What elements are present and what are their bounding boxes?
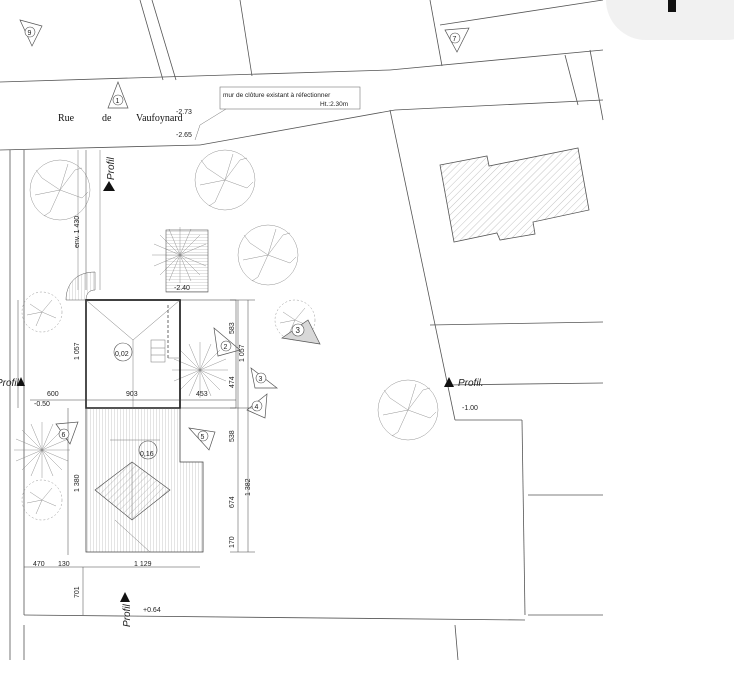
dim-1380: 1 380 [74,474,81,492]
note-line-2: Ht.:2.30m [320,101,348,108]
profil-label-right: Profil. [458,378,484,389]
level-6: +0.64 [143,607,161,614]
marker-5: 5 [201,434,205,441]
level-1: -2.73 [176,109,192,116]
house-annex [85,407,204,553]
view-markers: 9 7 1 2 3 3 4 5 6 [19,19,470,451]
level-3: -2.40 [174,285,190,292]
height-marker-house: 0,02 [113,342,133,362]
dim-600: 600 [47,391,59,398]
marker-2: 2 [224,344,228,351]
dim-170: 170 [229,536,236,548]
marker-3a: 3 [296,326,301,335]
dimension-labels: env. 1 430 1 057 1 057 600 903 453 583 4… [33,216,252,598]
corner-marker-icon [668,0,676,12]
dim-453: 453 [196,391,208,398]
exterior-stairs [165,229,209,293]
profil-marker-left: Profil. [0,377,25,389]
dim-903: 903 [126,391,138,398]
dim-1129: 1 129 [134,561,152,568]
dim-env: env. 1 430 [74,216,81,248]
level-2: -2.65 [176,132,192,139]
profil-marker-top: Profil [103,156,117,191]
height-marker-annex: 0,16 [138,440,158,460]
level-4: -0.50 [34,401,50,408]
level-5: -1.00 [462,405,478,412]
dim-474: 474 [229,376,236,388]
street-word-3: Vaufoynard [136,113,183,124]
dim-674: 674 [229,496,236,508]
street-word-1: Rue [58,113,75,124]
dim-130: 130 [58,561,70,568]
marker-9: 9 [28,30,32,37]
profil-label-bottom: Profil [122,603,133,627]
marker-4: 4 [255,404,259,411]
property-lines [0,0,604,661]
marker-6: 6 [62,432,66,439]
profil-label-left: Profil. [0,378,22,389]
note-line-1: mur de clôture existant à réfectionner [223,92,331,99]
profil-marker-right: Profil. [444,377,484,389]
profil-label-top: Profil [106,156,117,180]
neighbour-building [439,147,590,243]
dim-583: 583 [229,322,236,334]
height-value-1: 0,02 [115,351,129,358]
marker-1: 1 [116,98,120,105]
spiral-stair [65,271,96,301]
trees [13,149,439,521]
height-value-2: 0,16 [140,451,154,458]
dim-470: 470 [33,561,45,568]
dim-701: 701 [74,586,81,598]
note-box: mur de clôture existant à réfectionner H… [194,86,361,141]
marker-7: 7 [453,36,457,43]
profil-marker-bottom: Profil [120,592,133,627]
dim-538: 538 [229,430,236,442]
marker-3b: 3 [259,376,263,383]
dim-1057-left: 1 057 [74,342,81,360]
dim-1382: 1 382 [245,478,252,496]
dim-1057-right: 1 057 [239,344,246,362]
street-word-2: de [102,113,112,124]
